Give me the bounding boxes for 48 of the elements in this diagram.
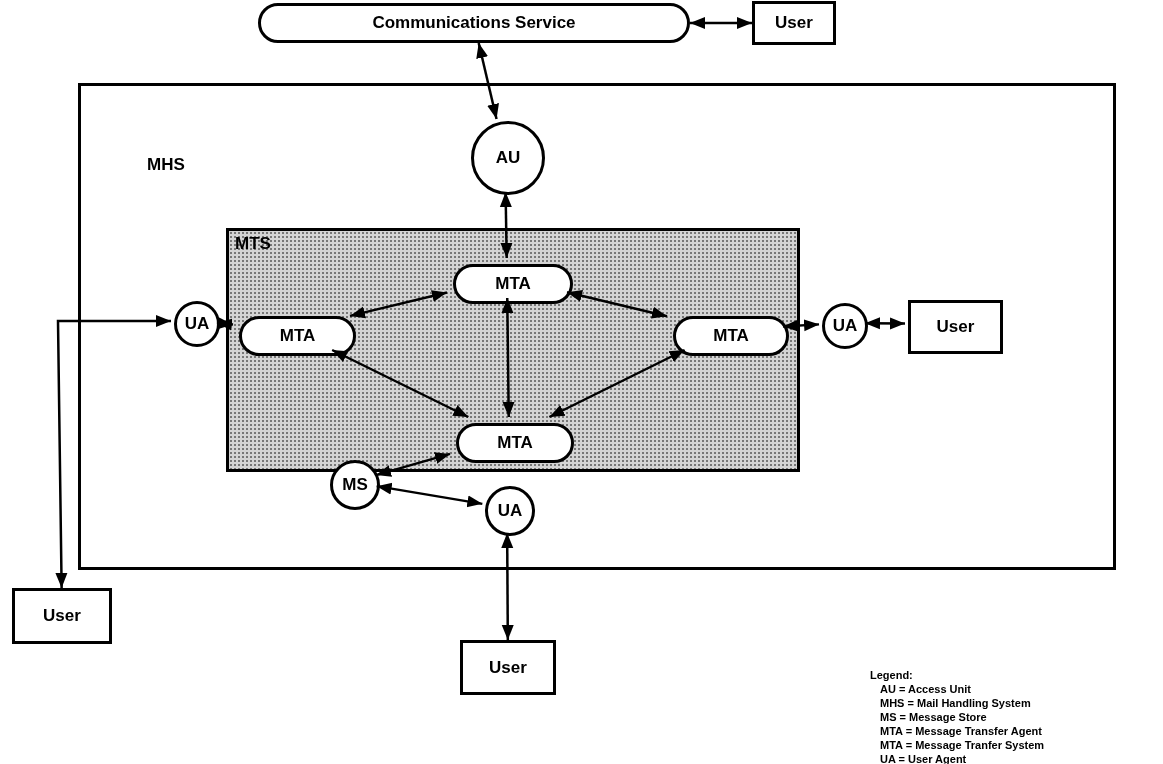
- node-label: Communications Service: [372, 12, 576, 35]
- double-arrow: [375, 452, 451, 477]
- region-title: MTS: [235, 233, 271, 255]
- double-arrow: [548, 348, 686, 419]
- double-arrow: [376, 482, 483, 508]
- double-arrow: [331, 348, 469, 419]
- legend-entry: AU = Access Unit: [880, 682, 971, 696]
- node-label: MTA: [497, 432, 533, 455]
- node-label: MTA: [279, 325, 316, 348]
- node-label: User: [43, 605, 81, 628]
- double-arrow: [501, 533, 514, 640]
- rounded-box: [258, 3, 690, 43]
- node-label: User: [775, 12, 813, 35]
- box: [752, 1, 836, 45]
- double-arrow: [499, 191, 513, 258]
- double-arrow: [476, 42, 499, 120]
- rounded-box: [673, 316, 789, 356]
- legend-entry: MTA = Message Tranfer System: [880, 738, 1045, 752]
- double-arrow: [216, 317, 234, 331]
- legend-title: Legend:: [870, 668, 914, 682]
- node-label: MTA: [495, 273, 531, 296]
- box: [460, 640, 556, 695]
- node-label: UA: [832, 315, 858, 338]
- region-title: MHS: [147, 154, 185, 176]
- double-arrow: [501, 298, 515, 417]
- node-label: User: [489, 656, 527, 679]
- shaded-region: [226, 228, 800, 472]
- node-label: MS: [342, 474, 368, 497]
- legend-entry: MS = Message Store: [880, 710, 987, 724]
- double-arrow: [865, 317, 905, 330]
- node-label: AU: [495, 147, 521, 170]
- double-arrow: [690, 17, 752, 29]
- rounded-box: [453, 264, 573, 304]
- rounded-box: [239, 316, 356, 356]
- legend-entry: MHS = Mail Handling System: [880, 696, 1031, 710]
- node-label: User: [936, 316, 975, 339]
- double-arrow: [349, 290, 448, 319]
- node-label: MTA: [713, 325, 749, 348]
- rounded-box: [456, 423, 574, 463]
- system-frame: [78, 83, 1116, 570]
- double-arrow: [55, 315, 171, 588]
- node-label: UA: [497, 500, 523, 523]
- box: [12, 588, 112, 644]
- node-label: UA: [184, 313, 210, 336]
- box: [908, 300, 1003, 354]
- double-arrow: [566, 289, 668, 319]
- legend-entry: MTA = Message Transfer Agent: [880, 724, 1042, 738]
- double-arrow: [782, 319, 820, 332]
